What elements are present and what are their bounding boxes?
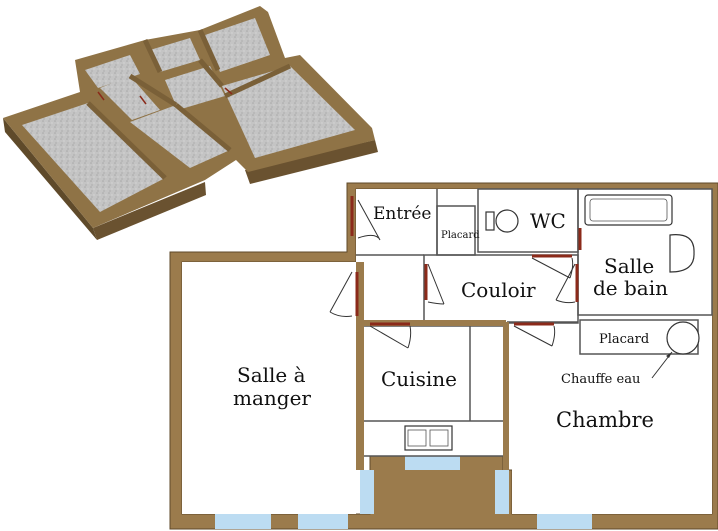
iso-wall-side-right2: [245, 140, 378, 184]
doors: [329, 196, 582, 349]
label-wc: WC: [530, 209, 566, 233]
label-cuisine: Cuisine: [381, 367, 457, 391]
iso-floor-salle-a-manger: [22, 103, 165, 212]
window-cuisine: [405, 456, 460, 470]
iso-floor-entree: [85, 55, 140, 88]
window-salle-a-manger-left: [215, 514, 271, 529]
wall-salle-cuisine: [356, 262, 364, 470]
iso-interior-walls: [86, 28, 292, 180]
window-cuisine-side: [360, 470, 374, 514]
label-entree: Entrée: [373, 204, 431, 224]
label-salle-de-bain-1: Salle: [604, 254, 654, 278]
iso-floor-cuisine: [130, 105, 230, 168]
window-salle-a-manger-right: [298, 514, 348, 529]
iso-wall-side-right: [93, 182, 206, 240]
label-chauffe-eau: Chauffe eau: [561, 372, 640, 387]
label-placard-small: Placard: [441, 230, 480, 241]
label-salle-a-manger-1: Salle à: [237, 363, 306, 387]
bathroom-sink: [669, 234, 695, 273]
label-couloir: Couloir: [461, 278, 536, 302]
water-heater: [666, 321, 700, 355]
iso-floor-center: [165, 66, 225, 110]
iso-floor-wc: [150, 38, 200, 72]
floor-plan-2d: Entrée Placard WC Salle de bain Couloir …: [169, 182, 718, 530]
label-chambre: Chambre: [556, 408, 654, 432]
wall-cuisine-top: [356, 320, 506, 326]
wall-cuisine-chambre: [503, 322, 509, 470]
label-salle-de-bain-2: de bain: [593, 276, 668, 300]
label-placard: Placard: [599, 332, 649, 347]
floor-interior: [182, 262, 356, 514]
window-chambre: [537, 514, 592, 529]
iso-floor-couloir: [100, 76, 160, 120]
iso-floor-bain: [205, 18, 270, 72]
isometric-3d-view: [3, 6, 378, 240]
iso-wall-side-bottom: [3, 118, 97, 240]
toilet: [485, 209, 519, 233]
label-salle-a-manger-2: manger: [233, 386, 311, 410]
iso-floor-chambre: [222, 66, 355, 158]
floor-interior-chambre-bottom: [512, 456, 712, 514]
iso-doors: [97, 87, 233, 105]
window-chambre-side: [495, 470, 509, 514]
